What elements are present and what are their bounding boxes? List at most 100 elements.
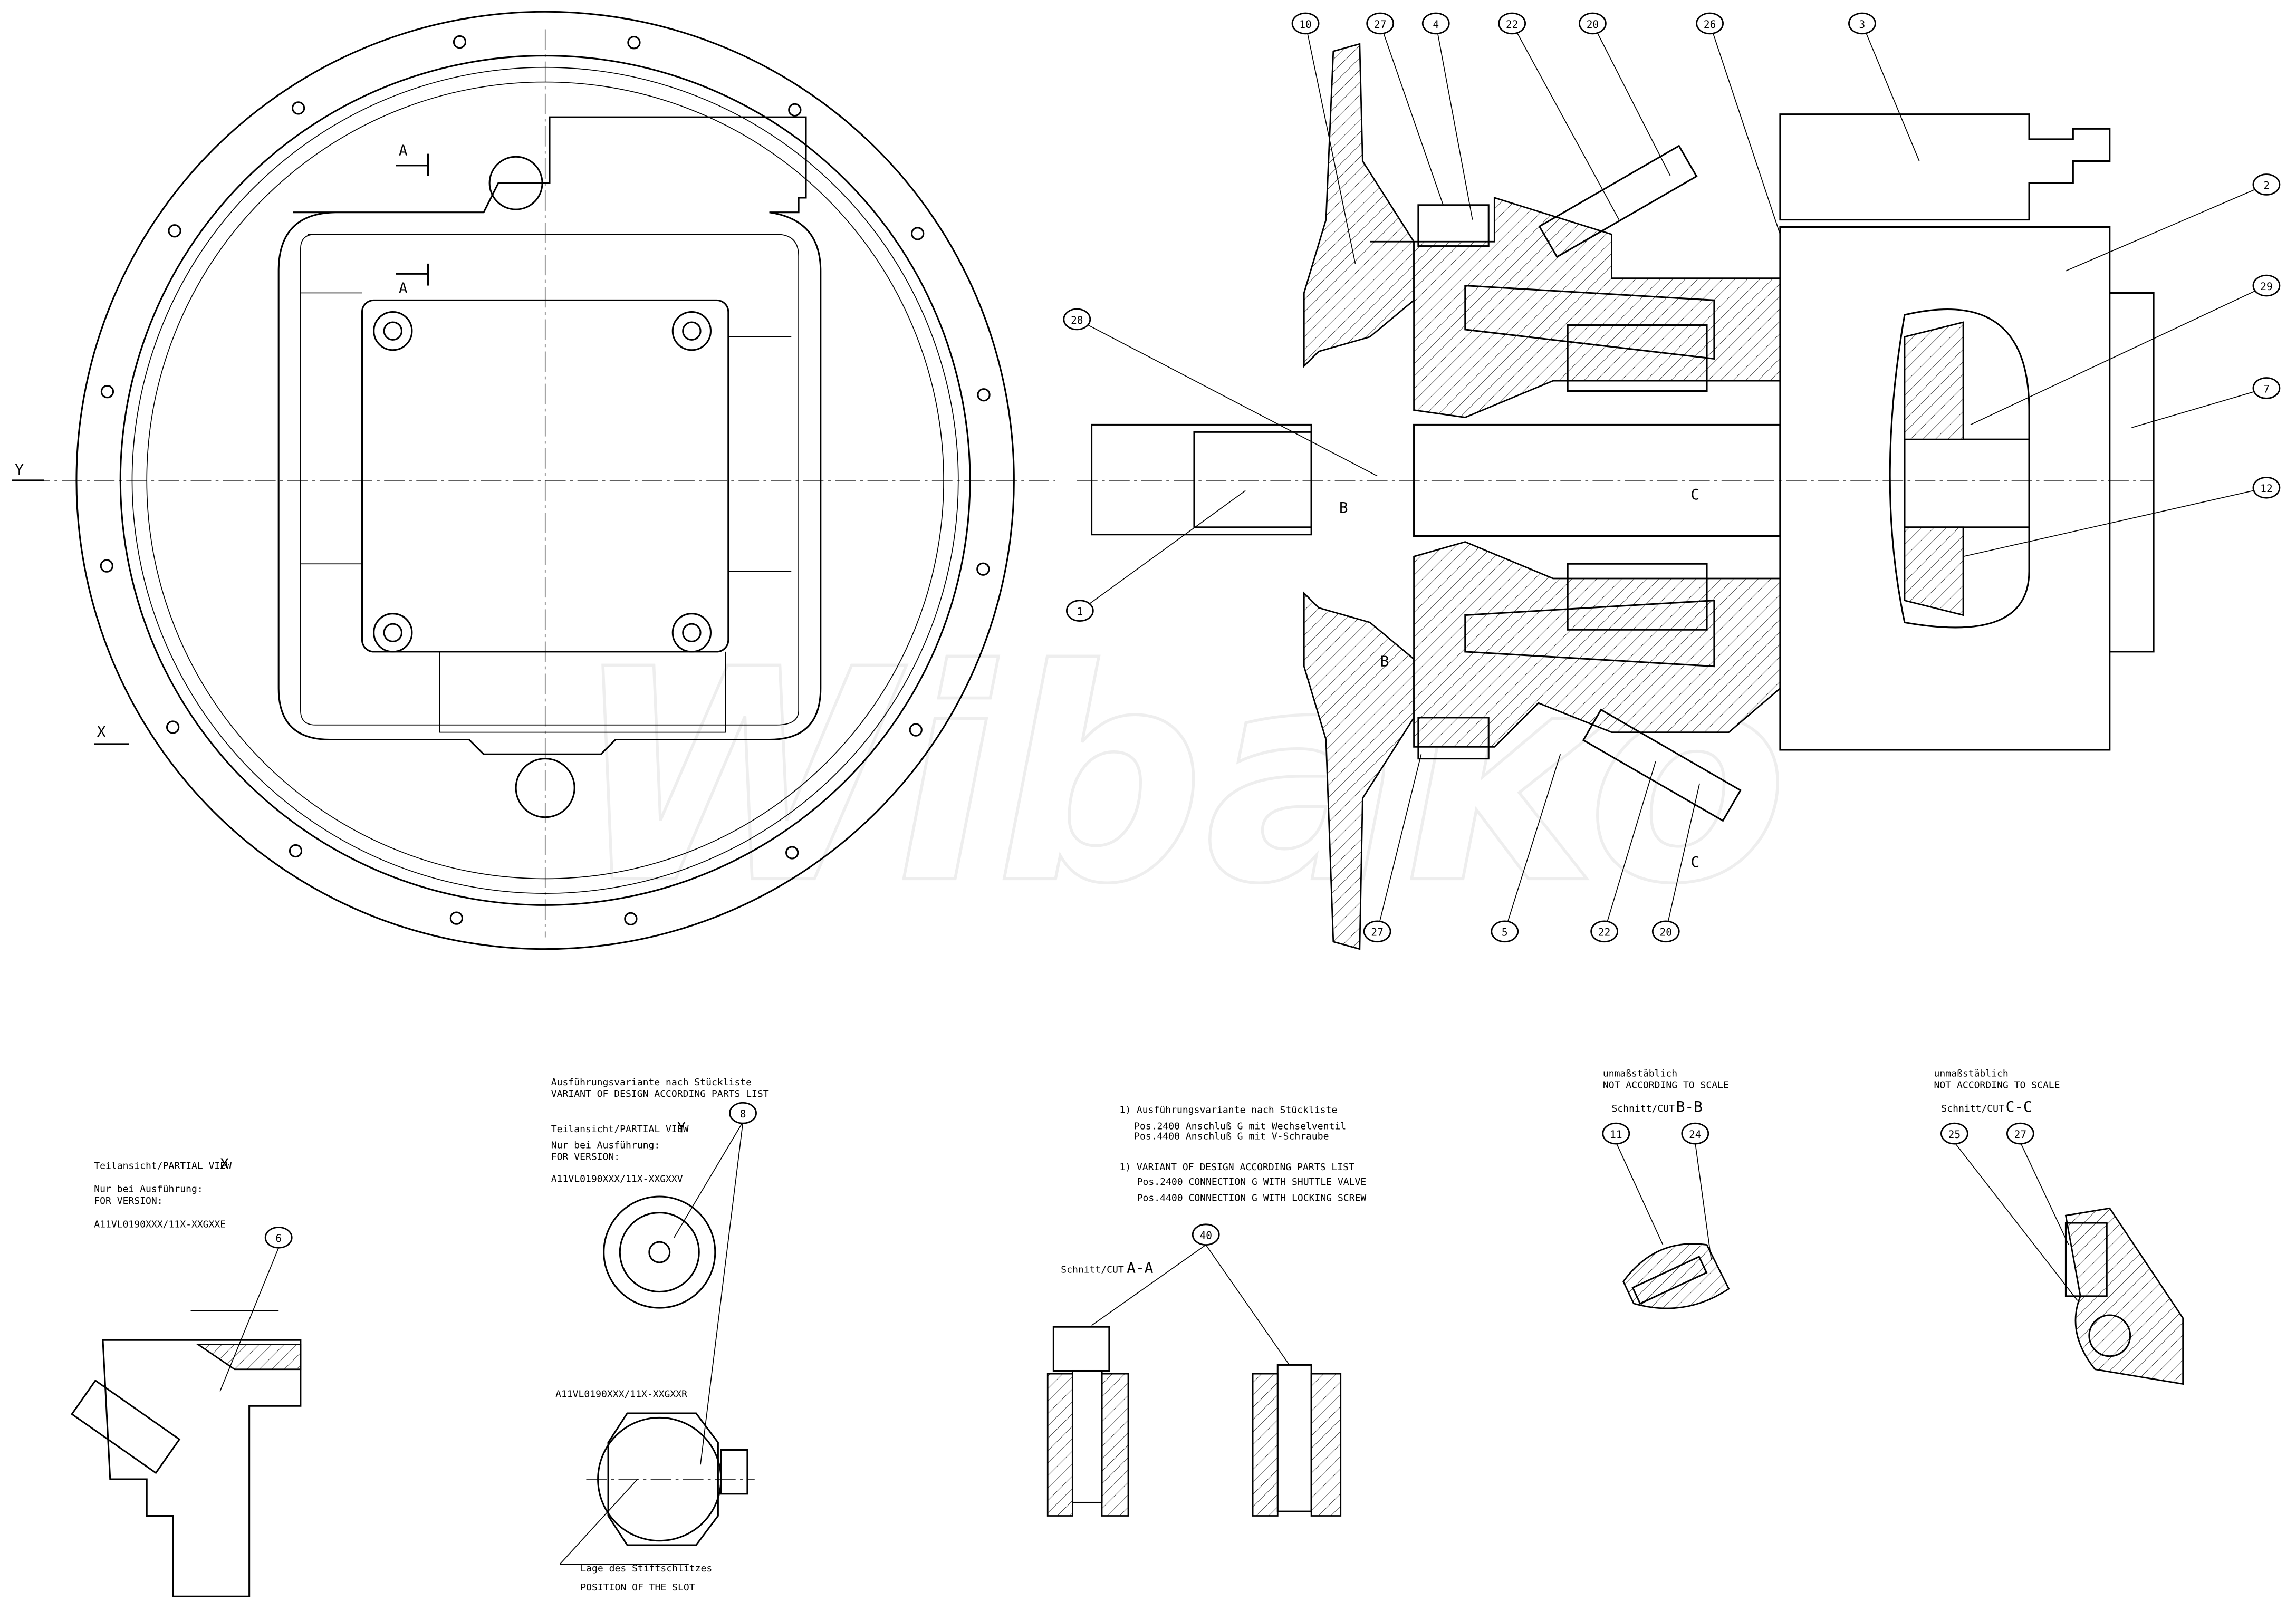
callout-12: 12 xyxy=(1963,477,2281,557)
svg-text:27: 27 xyxy=(1374,18,1386,31)
svg-text:20: 20 xyxy=(1660,927,1672,939)
cut-a-note3-en: Pos.4400 CONNECTION G WITH LOCKING SCREW xyxy=(1137,1192,1367,1203)
callout-27: 27 xyxy=(1363,754,1422,943)
pvy-note-en: VARIANT OF DESIGN ACCORDING PARTS LIST xyxy=(551,1088,769,1099)
svg-text:22: 22 xyxy=(1598,927,1610,939)
bolt-hole xyxy=(100,559,113,573)
callout-22: 22 xyxy=(1498,12,1620,220)
view-label-y: Y xyxy=(15,461,24,478)
pvy-line1: Nur bei Ausführung: xyxy=(551,1140,660,1151)
view-label-x: X xyxy=(97,723,106,740)
callout-8: 8 xyxy=(729,1102,757,1124)
callout-27: 27 xyxy=(1366,12,1444,206)
pvy-title: Teilansicht/PARTIAL VIEW xyxy=(551,1124,689,1135)
svg-text:12: 12 xyxy=(2260,483,2272,495)
bolt-hole xyxy=(453,35,467,49)
bolt-hole xyxy=(100,385,114,399)
cut-a-note2-de: Pos.2400 Anschluß G mit Wechselventil xyxy=(1134,1121,1346,1132)
callout-26: 26 xyxy=(1696,12,1781,235)
bolt-hole xyxy=(785,846,799,860)
svg-text:6: 6 xyxy=(275,1232,282,1245)
pvy-slot-de: Lage des Stiftschlitzes xyxy=(580,1563,712,1574)
pvx-line1: Nur bei Ausführung: xyxy=(94,1184,203,1195)
pvy-note-de: Ausführungsvariante nach Stückliste xyxy=(551,1077,752,1088)
cut-b-letter: B-B xyxy=(1676,1098,1703,1115)
callout-4: 4 xyxy=(1421,12,1473,220)
svg-text:8: 8 xyxy=(740,1108,746,1120)
cap-screw-socket xyxy=(383,623,403,642)
cut-a-note1-de: 1) Ausführungsvariante nach Stückliste xyxy=(1119,1105,1337,1116)
bolt-hole xyxy=(911,227,925,240)
cap-screw xyxy=(373,613,413,653)
bolt-hole xyxy=(291,101,305,115)
callout-3: 3 xyxy=(1848,12,1920,161)
callout-25: 25 xyxy=(1940,1122,1968,1145)
svg-text:29: 29 xyxy=(2260,281,2272,293)
callout-6: 6 xyxy=(264,1226,293,1249)
cut-c-c: unmaßstäblich NOT ACCORDING TO SCALE Sch… xyxy=(1934,1068,2184,1385)
cut-a-note2-en: Pos.2400 CONNECTION G WITH SHUTTLE VALVE xyxy=(1137,1176,1367,1188)
svg-text:4: 4 xyxy=(1433,18,1439,31)
bolt-hole xyxy=(166,720,180,734)
cut-a-title: Schnitt/CUT xyxy=(1061,1264,1124,1275)
cut-a-letter: A-A xyxy=(1127,1259,1153,1276)
cap-screw xyxy=(671,613,712,653)
section-label-b-top: B xyxy=(1339,499,1348,516)
svg-text:2: 2 xyxy=(2263,179,2270,191)
svg-text:28: 28 xyxy=(1071,314,1083,326)
callout-28: 28 xyxy=(1063,308,1378,477)
partial-view-x: Teilansicht/PARTIAL VIEW X Nur bei Ausfü… xyxy=(71,1155,302,1597)
bolt-hole xyxy=(976,562,990,576)
cap-screw xyxy=(671,311,712,351)
front-view: A A Y X xyxy=(12,11,1055,950)
cap-screw-socket xyxy=(682,321,702,341)
svg-text:25: 25 xyxy=(1948,1128,1961,1141)
pvy-letter: Y xyxy=(677,1118,686,1136)
cut-b-b: unmaßstäblich NOT ACCORDING TO SCALE Sch… xyxy=(1603,1068,1730,1309)
pvy-version-r: A11VL0190XXX/11X-XXGXXR xyxy=(555,1389,687,1400)
pvx-letter: X xyxy=(220,1155,229,1172)
callout-1: 1 xyxy=(1065,490,1246,622)
bolt-hole xyxy=(624,912,638,925)
pvx-title: Teilansicht/PARTIAL VIEW xyxy=(94,1160,232,1171)
pvy-slot-en: POSITION OF THE SLOT xyxy=(580,1582,695,1593)
section-label-b-bottom: B xyxy=(1380,653,1389,670)
cut-b-scale-en: NOT ACCORDING TO SCALE xyxy=(1603,1080,1729,1091)
cut-b-title: Schnitt/CUT xyxy=(1612,1103,1675,1114)
cut-a-note3-de: Pos.4400 Anschluß G mit V-Schraube xyxy=(1134,1131,1329,1142)
bolt-hole xyxy=(977,388,991,402)
callout-20: 20 xyxy=(1651,783,1700,943)
svg-text:3: 3 xyxy=(1859,18,1866,31)
cut-a-note1-en: 1) VARIANT OF DESIGN ACCORDING PARTS LIS… xyxy=(1119,1162,1354,1173)
cap-screw xyxy=(373,311,413,351)
svg-text:22: 22 xyxy=(1506,18,1518,31)
bolt-hole xyxy=(289,844,303,858)
callout-11: 11 xyxy=(1602,1122,1630,1145)
cut-c-title: Schnitt/CUT xyxy=(1941,1103,2004,1114)
svg-text:26: 26 xyxy=(1704,18,1716,31)
svg-text:7: 7 xyxy=(2263,383,2270,395)
callout-40: 40 xyxy=(1192,1223,1220,1246)
cut-c-scale-de: unmaßstäblich xyxy=(1934,1068,2009,1079)
cap-screw-socket xyxy=(682,623,702,642)
callout-20: 20 xyxy=(1579,12,1671,176)
pvx-version: A11VL0190XXX/11X-XXGXXE xyxy=(94,1219,226,1230)
bolt-hole xyxy=(168,224,181,238)
bolt-hole xyxy=(909,723,923,737)
svg-text:20: 20 xyxy=(1587,18,1599,31)
cut-b-scale-de: unmaßstäblich xyxy=(1603,1068,1677,1079)
svg-text:5: 5 xyxy=(1502,927,1508,939)
svg-text:10: 10 xyxy=(1299,18,1311,31)
pvy-version-v: A11VL0190XXX/11X-XXGXXV xyxy=(551,1173,683,1184)
section-label-c-top: C xyxy=(1690,486,1699,503)
pvx-line2: FOR VERSION: xyxy=(94,1195,162,1207)
callout-24: 24 xyxy=(1681,1122,1709,1145)
bolt-hole xyxy=(449,911,464,925)
svg-text:40: 40 xyxy=(1199,1230,1212,1242)
cut-c-scale-en: NOT ACCORDING TO SCALE xyxy=(1934,1080,2060,1091)
svg-text:11: 11 xyxy=(1610,1128,1622,1141)
callout-27-c: 27 xyxy=(2006,1122,2034,1145)
section-view: B B C C xyxy=(1077,43,2155,950)
